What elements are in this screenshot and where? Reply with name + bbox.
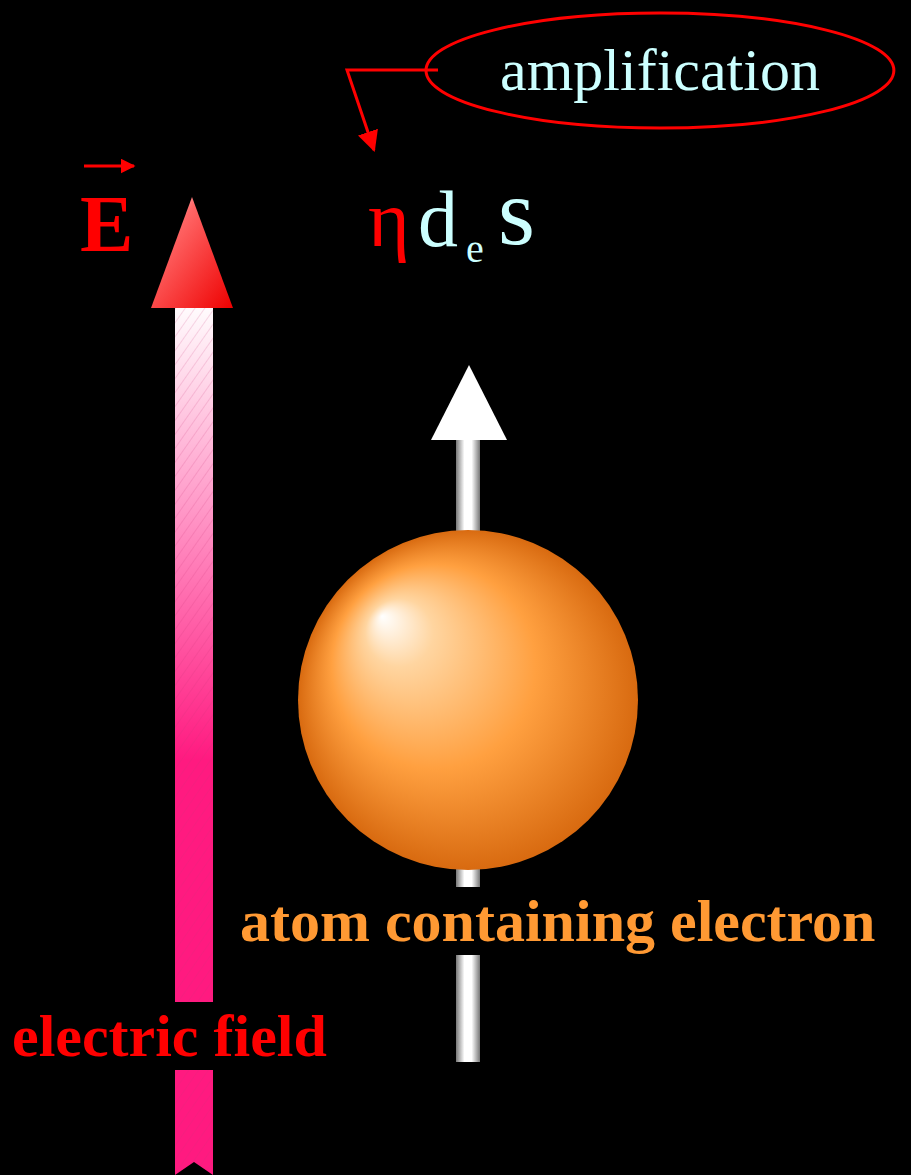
field-symbol: E: [80, 184, 133, 264]
leader-line: [347, 70, 438, 150]
field-label: electric field: [8, 1002, 331, 1070]
callout-text: amplification: [500, 37, 820, 103]
edm-symbol: d: [418, 179, 458, 259]
atom-label: atom containing electron: [236, 887, 879, 955]
amplification-factor: η: [368, 179, 410, 259]
spin-symbol: s: [498, 165, 535, 260]
subscript: e: [466, 229, 484, 269]
vector-arrow: [84, 165, 134, 168]
callout-ellipse: amplification: [424, 11, 896, 130]
atom-sphere: [298, 530, 638, 870]
